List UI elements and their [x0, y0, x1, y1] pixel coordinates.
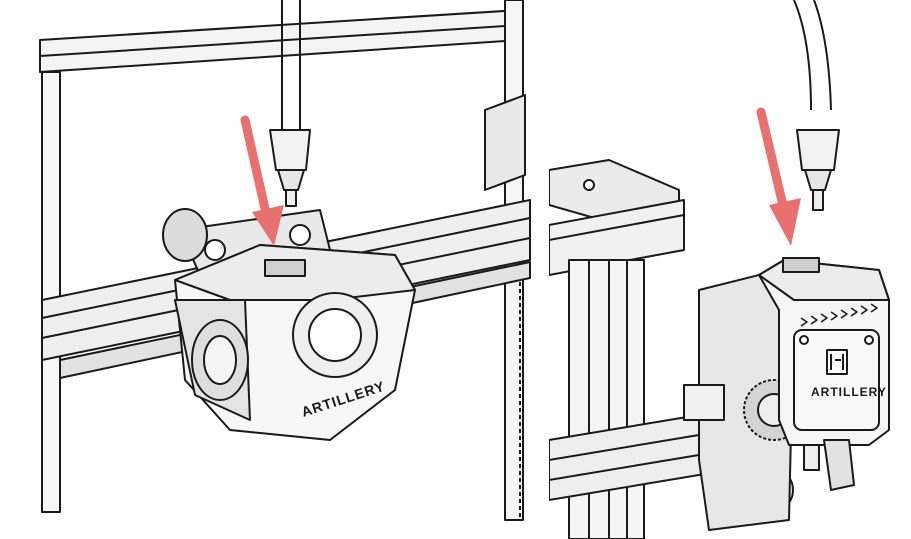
- arrow-down-icon: [756, 107, 801, 246]
- endstop-switch: [683, 384, 725, 421]
- gantry-wheel: [162, 208, 208, 262]
- right-illustration-panel: ARTILLERY: [549, 0, 911, 539]
- bowden-tube: [281, 0, 301, 130]
- direction-chevrons: [800, 303, 878, 327]
- vertical-frame: [568, 259, 645, 539]
- top-rail: [549, 199, 685, 276]
- bowden-tube: [793, 0, 832, 111]
- left-illustration-panel: ARTILLERY: [39, 0, 531, 521]
- extruder-front-plate: [793, 329, 880, 431]
- left-vertical-frame: [41, 71, 61, 513]
- panel-divider: [540, 0, 549, 539]
- arrow-down-icon: [240, 115, 284, 246]
- right-brand-label: ARTILLERY: [811, 385, 887, 399]
- right-illustration: ARTILLERY: [549, 0, 890, 539]
- left-illustration: ARTILLERY: [39, 0, 531, 521]
- hotend: [823, 439, 855, 491]
